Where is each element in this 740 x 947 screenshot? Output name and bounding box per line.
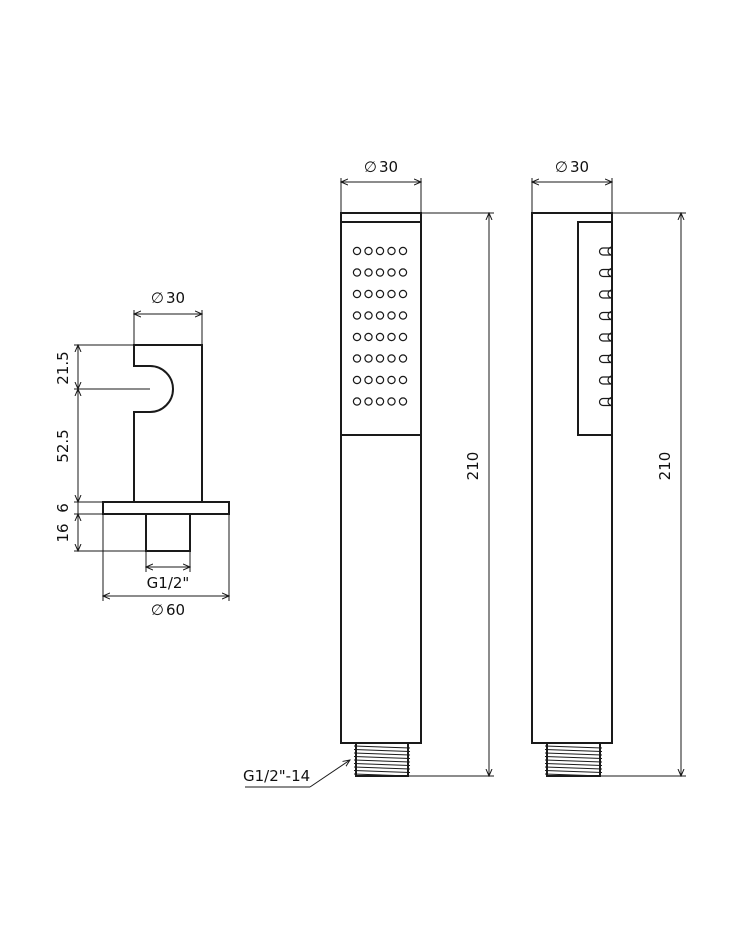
front-nozzle bbox=[398, 311, 408, 320]
bracket-flange bbox=[102, 501, 230, 515]
front-nozzle bbox=[387, 375, 396, 385]
front-diameter-label: ∅30 bbox=[364, 158, 398, 176]
front-nozzle bbox=[387, 289, 396, 299]
front-nozzle bbox=[398, 354, 408, 363]
side-nozzle-outer bbox=[598, 376, 613, 385]
front-nozzle bbox=[375, 289, 385, 299]
side-nozzle-outer bbox=[598, 268, 613, 278]
side-nozzle-outer bbox=[598, 311, 613, 321]
front-nozzle bbox=[352, 354, 362, 363]
front-nozzle bbox=[375, 397, 385, 406]
front-thread-tooth bbox=[353, 752, 411, 756]
front-handle-body bbox=[340, 212, 422, 744]
handshower-front-view: ∅30 210 G1/2"-14 bbox=[243, 158, 494, 788]
front-nozzle bbox=[352, 397, 362, 406]
bracket-thread-label: G1/2" bbox=[147, 574, 190, 592]
front-nozzle bbox=[375, 311, 385, 320]
side-thread-tooth bbox=[544, 770, 603, 773]
front-nozzle bbox=[364, 354, 373, 363]
side-thread-outline bbox=[546, 742, 601, 777]
front-nozzle bbox=[375, 268, 385, 277]
front-thread bbox=[353, 742, 411, 777]
side-nozzle-column bbox=[598, 246, 613, 407]
front-nozzle bbox=[398, 375, 408, 385]
front-nozzle bbox=[398, 289, 408, 299]
side-thread-tooth bbox=[544, 749, 603, 752]
bracket-body bbox=[133, 344, 203, 503]
front-thread-tooth bbox=[353, 756, 411, 759]
front-nozzle bbox=[364, 289, 373, 299]
front-thread-outline bbox=[355, 742, 409, 777]
front-nozzle bbox=[352, 268, 362, 277]
front-nozzle bbox=[364, 332, 373, 342]
side-nozzle-outer bbox=[598, 333, 613, 342]
front-nozzle bbox=[387, 268, 396, 277]
side-nozzle-outer bbox=[598, 397, 613, 407]
front-nozzle bbox=[375, 354, 385, 363]
side-length-label: 210 bbox=[656, 452, 674, 481]
side-thread-tooth bbox=[544, 766, 603, 770]
side-thread-tooth bbox=[544, 745, 603, 749]
front-nozzle bbox=[352, 246, 362, 256]
front-nozzle bbox=[398, 397, 408, 406]
front-nozzle bbox=[375, 246, 385, 256]
handshower-side-view: ∅30 210 bbox=[531, 158, 686, 777]
side-thread-tooth bbox=[544, 759, 603, 763]
side-thread-tooth bbox=[544, 773, 603, 777]
front-nozzle bbox=[387, 332, 396, 342]
front-thread-tooth bbox=[353, 766, 411, 770]
front-nozzle bbox=[387, 397, 396, 406]
front-nozzle bbox=[375, 332, 385, 342]
side-nozzle-outer bbox=[598, 290, 613, 299]
front-nozzle bbox=[387, 354, 396, 363]
front-thread-tooth bbox=[353, 763, 411, 766]
front-nozzle bbox=[364, 268, 373, 277]
side-spray-face bbox=[577, 221, 612, 436]
front-thread-tooth bbox=[353, 759, 411, 763]
bracket-dim-thread-label: 16 bbox=[54, 523, 72, 542]
front-nozzle bbox=[398, 246, 408, 256]
front-thread-tooth bbox=[353, 770, 411, 773]
thread-callout-leader bbox=[309, 760, 350, 788]
front-nozzle-grid bbox=[352, 246, 408, 406]
front-thread-callout-label: G1/2"-14 bbox=[243, 767, 310, 785]
side-nozzle-outer bbox=[598, 247, 613, 256]
side-thread-tooth bbox=[544, 763, 603, 766]
bracket-dim-middle-label: 52.5 bbox=[54, 429, 72, 462]
front-nozzle bbox=[398, 268, 408, 277]
bracket-dim-upper-label: 21.5 bbox=[54, 351, 72, 384]
side-diameter-label: ∅30 bbox=[555, 158, 589, 176]
front-nozzle bbox=[387, 311, 396, 320]
bracket-dim-flange-label: 6 bbox=[54, 503, 72, 513]
front-nozzle bbox=[398, 332, 408, 342]
front-nozzle bbox=[364, 397, 373, 406]
front-nozzle bbox=[364, 246, 373, 256]
front-length-label: 210 bbox=[464, 452, 482, 481]
side-thread bbox=[544, 742, 603, 777]
front-thread-tooth bbox=[353, 749, 411, 752]
front-nozzle bbox=[352, 375, 362, 385]
side-nozzle-outer bbox=[598, 354, 613, 364]
side-thread-tooth bbox=[544, 756, 603, 759]
bracket-thread-stub bbox=[145, 513, 191, 552]
bracket-base-diameter-label: ∅60 bbox=[151, 601, 185, 619]
front-nozzle bbox=[352, 289, 362, 299]
front-nozzle bbox=[387, 246, 396, 256]
front-nozzle bbox=[375, 375, 385, 385]
front-nozzle bbox=[364, 375, 373, 385]
front-thread-tooth bbox=[353, 773, 411, 777]
front-nozzle bbox=[364, 311, 373, 320]
wall-bracket: ∅30 21.5 52.5 6 16 G1/2" ∅60 bbox=[54, 289, 230, 619]
side-thread-tooth bbox=[544, 752, 603, 756]
bracket-top-diameter-label: ∅30 bbox=[151, 289, 185, 307]
front-nozzle bbox=[352, 332, 362, 342]
front-nozzle bbox=[352, 311, 362, 320]
front-thread-tooth bbox=[353, 745, 411, 749]
